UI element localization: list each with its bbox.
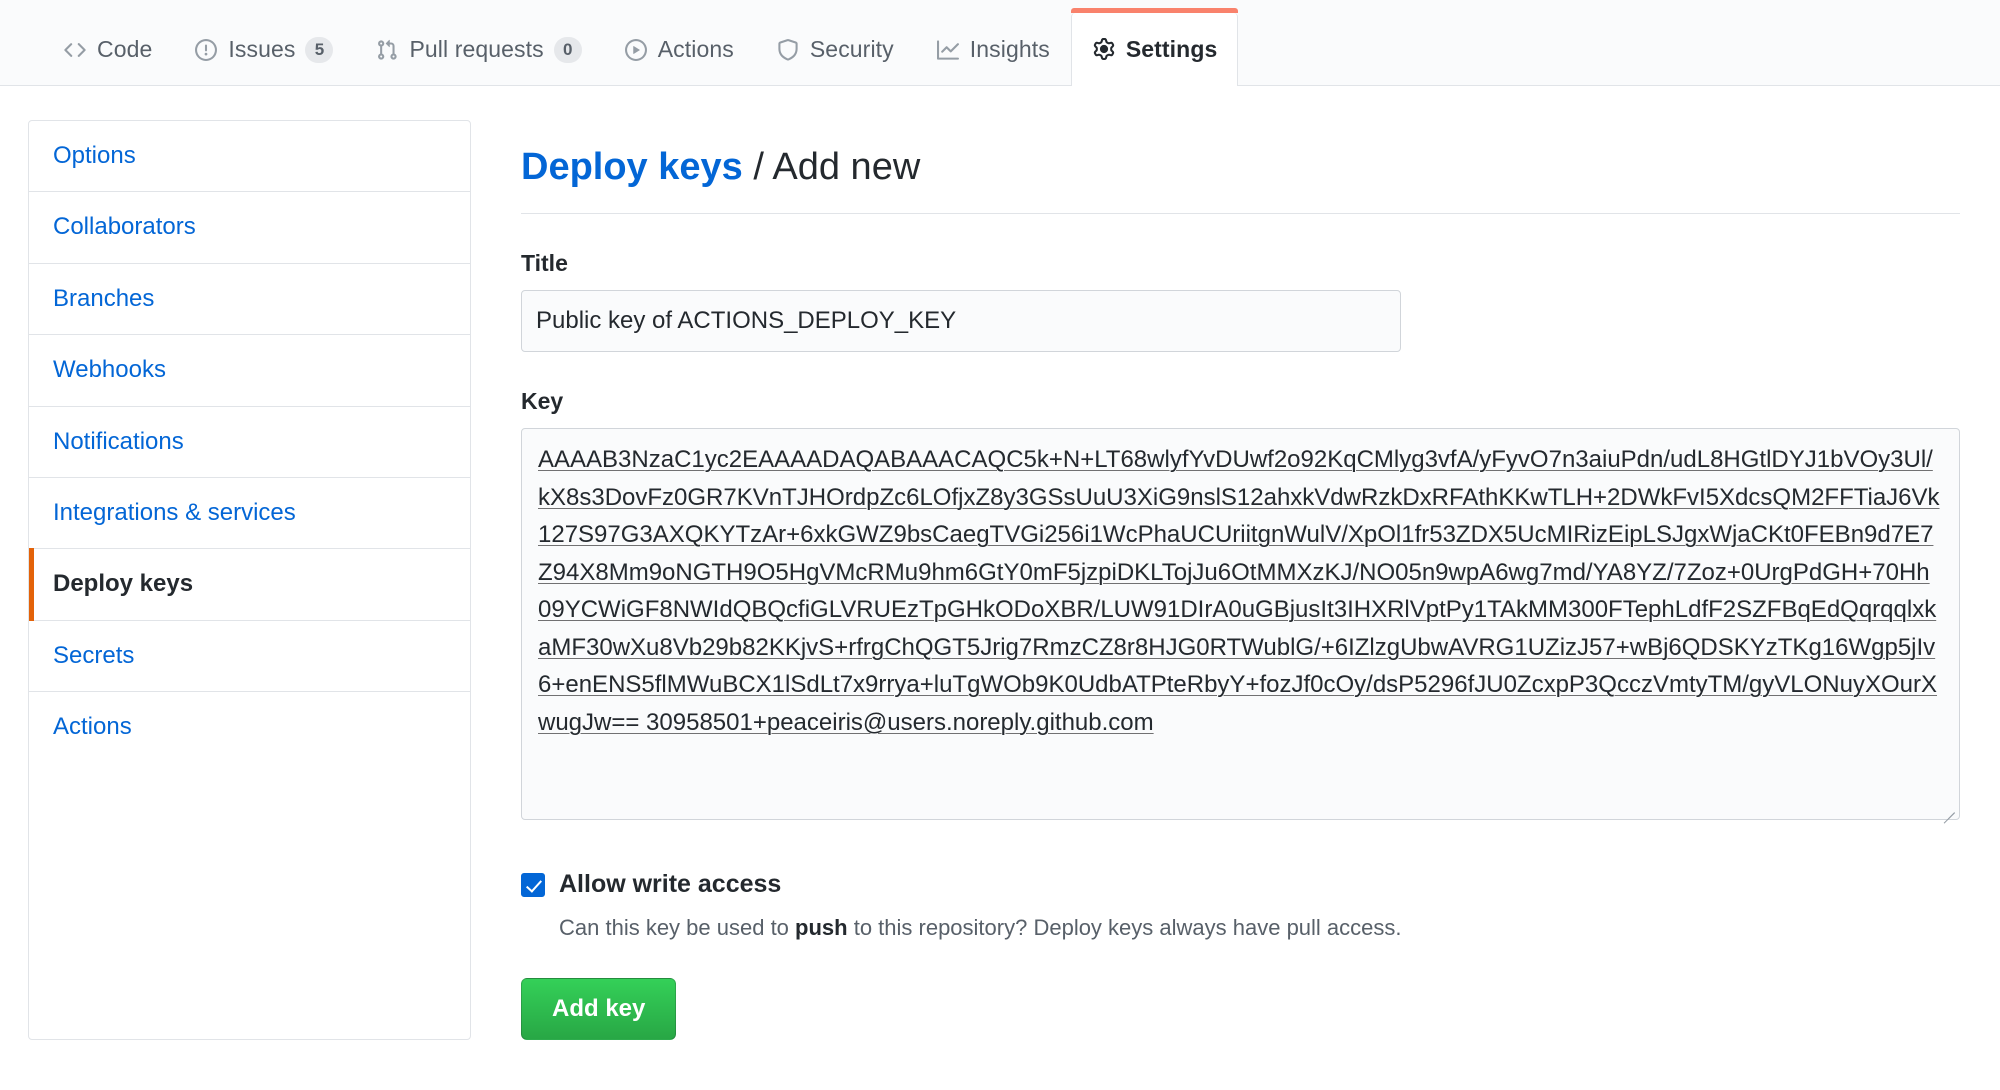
tab-label: Pull requests [409,36,544,62]
tab-label: Security [809,36,894,62]
sidebar-item-label: Secrets [53,641,135,669]
tab-label: Insights [969,36,1050,62]
play-icon [624,38,648,62]
graph-icon [936,38,960,62]
settings-sidebar: Options Collaborators Branches Webhooks … [28,120,471,1041]
tab-label: Issues [228,36,296,62]
allow-write-access-note: Can this key be used to push to this rep… [559,913,1402,943]
sidebar-item-branches[interactable]: Branches [29,264,470,336]
page-body: Options Collaborators Branches Webhooks … [0,86,2000,1041]
tab-label: Code [97,36,153,62]
breadcrumb: Deploy keys / Add new [521,145,1960,215]
tab-insights[interactable]: Insights [915,13,1071,85]
tab-settings[interactable]: Settings [1070,8,1239,86]
sidebar-item-label: Deploy keys [53,570,194,598]
pull-requests-counter: 0 [553,36,582,63]
sidebar-item-integrations-services[interactable]: Integrations & services [29,478,470,550]
tab-security[interactable]: Security [755,13,915,85]
sidebar-item-deploy-keys[interactable]: Deploy keys [29,548,470,622]
sidebar-item-label: Collaborators [53,213,196,241]
sidebar-item-actions[interactable]: Actions [29,692,470,762]
tab-pull-requests[interactable]: Pull requests 0 [354,13,602,85]
sidebar-item-label: Webhooks [53,356,166,384]
issues-counter: 5 [305,36,334,63]
sidebar-item-webhooks[interactable]: Webhooks [29,335,470,407]
breadcrumb-current: Add new [772,146,921,189]
key-field-label: Key [521,388,564,415]
key-textarea[interactable]: AAAAB3NzaC1yc2EAAAADAQABAAACAQC5k+N+LT68… [521,428,1960,821]
allow-write-access-texts: Allow write access Can this key be used … [559,868,1402,942]
note-bold-push: push [795,914,848,940]
add-key-button[interactable]: Add key [521,978,677,1041]
issue-opened-icon [194,38,218,62]
sidebar-item-label: Options [53,142,136,169]
note-prefix: Can this key be used to [559,914,796,940]
sidebar-item-label: Branches [53,284,155,312]
sidebar-item-options[interactable]: Options [29,121,470,193]
sidebar-item-label: Notifications [53,427,184,455]
breadcrumb-separator: / [753,146,764,189]
sidebar-item-notifications[interactable]: Notifications [29,407,470,478]
sidebar-item-collaborators[interactable]: Collaborators [29,192,470,264]
allow-write-access-label[interactable]: Allow write access [559,870,782,899]
code-icon [63,38,87,62]
tab-label: Settings [1125,35,1218,62]
main-content: Deploy keys / Add new Title Key AAAAB3Nz… [471,120,2000,1041]
sidebar-item-label: Integrations & services [53,498,296,526]
sidebar-item-label: Actions [53,713,132,741]
tab-issues[interactable]: Issues 5 [173,13,354,85]
repo-nav: Code Issues 5 Pull requests 0 Actions [0,0,2000,86]
breadcrumb-deploy-keys-link[interactable]: Deploy keys [521,146,743,189]
title-field-label: Title [521,250,568,277]
note-suffix: to this repository? Deploy keys always h… [847,914,1402,940]
key-textarea-wrapper: AAAAB3NzaC1yc2EAAAADAQABAAACAQC5k+N+LT68… [521,428,1960,824]
tab-label: Actions [657,36,734,62]
allow-write-access-checkbox[interactable] [521,873,545,898]
shield-icon [776,38,800,62]
tab-actions[interactable]: Actions [603,13,755,85]
allow-write-access-row: Allow write access Can this key be used … [521,868,1960,942]
sidebar-item-secrets[interactable]: Secrets [29,621,470,693]
git-pull-request-icon [375,38,399,62]
tab-code[interactable]: Code [42,13,173,85]
gear-icon [1092,37,1116,61]
title-input[interactable] [521,290,1401,353]
